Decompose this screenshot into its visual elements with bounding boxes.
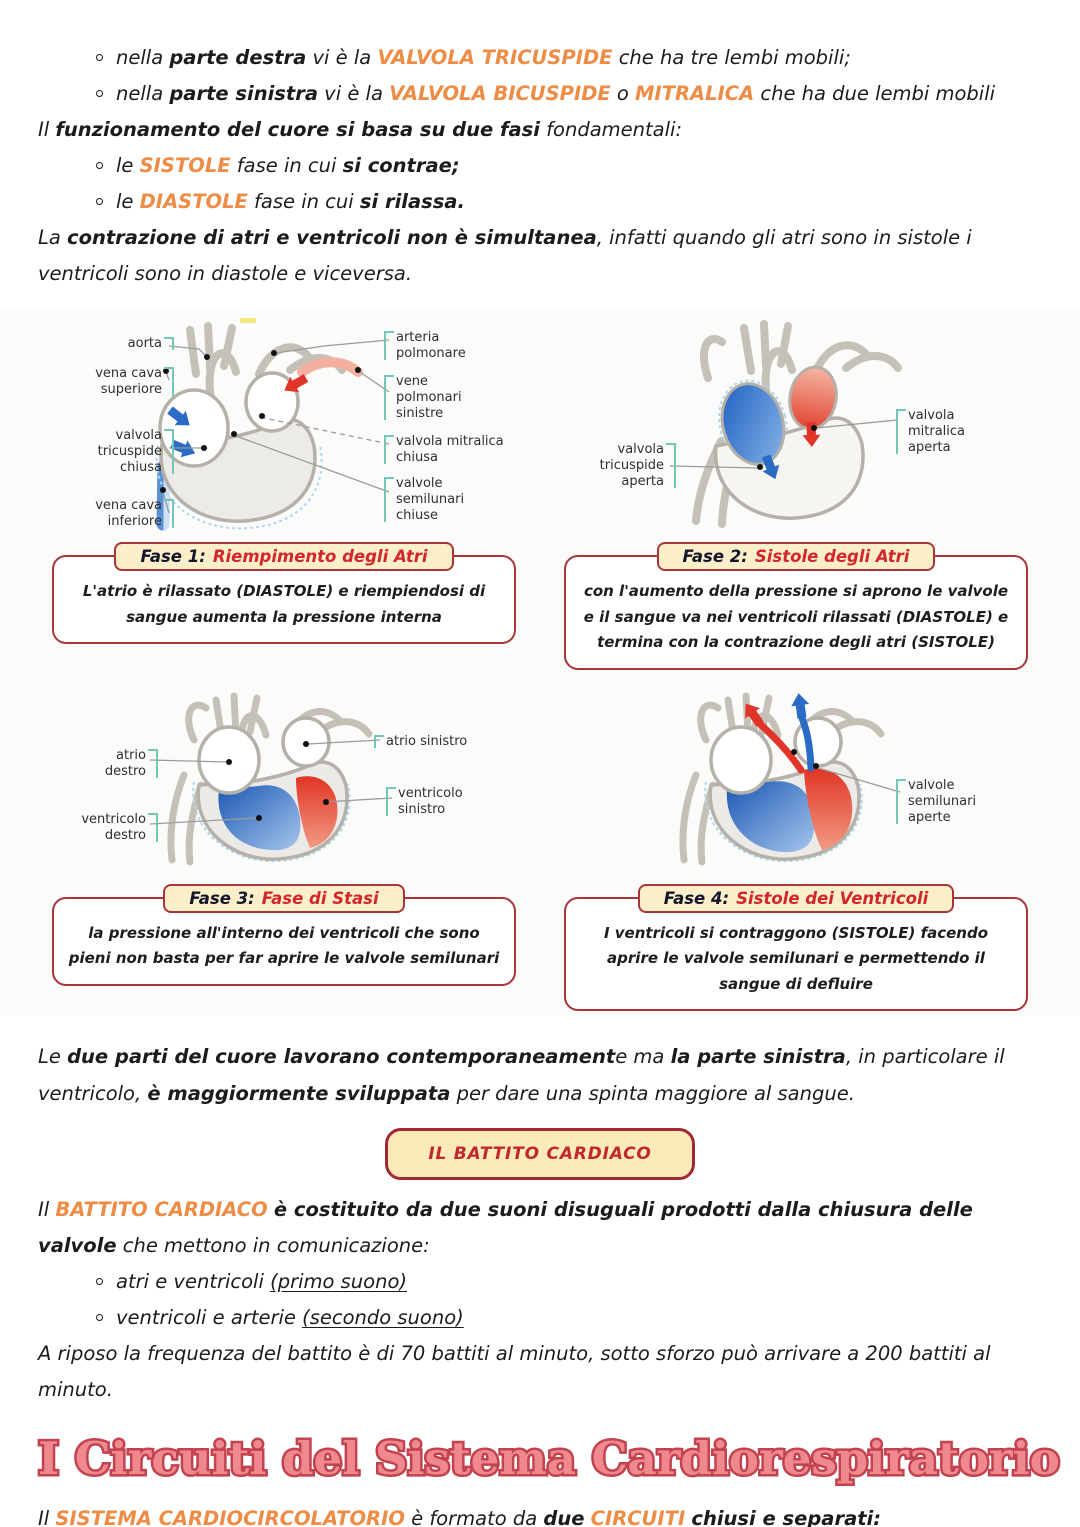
fase-number: Fase 3: [189, 888, 255, 908]
heart-diagram-fase-4 [679, 691, 901, 866]
diagram-label-valvole-semilunari-aperte: valvole semilunari aperte [896, 778, 1008, 826]
left-atrium [244, 371, 300, 434]
diagram-label-valvole-semilunari-chiuse: valvole semilunari chiuse [384, 476, 514, 524]
anchor-dots [791, 748, 819, 769]
fase-name: Sistole degli Atri [754, 547, 910, 567]
leader-lines [817, 767, 901, 793]
blood-flow-arrow-blue [789, 691, 811, 720]
outflow-red [756, 720, 805, 774]
diagram-label-valvola-mitralica-aperta: valvola mitralica aperta [896, 408, 1018, 456]
diagram-label-aorta: aorta [70, 336, 174, 352]
fase-number: Fase 2: [682, 547, 748, 567]
fase-number: Fase 4: [663, 888, 730, 908]
fase-4-title-box: Fase 4: Sistole dei Ventricoli [637, 883, 955, 913]
diagram-label-atrio-destro: atrio destro [66, 748, 158, 780]
fase-name: Sistole dei Ventricoli [736, 888, 929, 908]
list-item-text: ventricoli e arterie (secondo suono) [116, 1305, 464, 1329]
bullet-icon [96, 162, 103, 170]
diagram-label-valvola-tricuspide-chiusa: valvola tricuspide chiusa [70, 428, 174, 476]
fase-2-title-box: Fase 2: Sistole degli Atri [656, 542, 936, 572]
list-item-text: nella parte sinistra vi è la VALVOLA BIC… [116, 82, 996, 106]
fase-number: Fase 1: [140, 547, 206, 567]
para-battito-cardiaco: Il BATTITO CARDIACO è costituito da due … [38, 1197, 973, 1257]
fase-4-description-box: I ventricoli si contraggono (SISTOLE) fa… [564, 896, 1028, 1012]
fase-4-diagram: valvole semilunari aperte [556, 690, 1036, 880]
para-frequenza-riposo: A riposo la frequenza del battito è di 7… [38, 1341, 991, 1401]
list-item-text: nella parte destra vi è la VALVOLA TRICU… [116, 46, 851, 69]
bullet-icon [96, 1313, 103, 1321]
document-page: nella parte destra vi è la VALVOLA TRICU… [0, 0, 1080, 292]
list-item-text: le DIASTOLE fase in cui si rilassa. [116, 190, 465, 214]
para-funzionamento: Il funzionamento del cuore si basa su du… [38, 118, 683, 142]
list-item-sistole: le SISTOLE fase in cui si contrae; [38, 148, 1042, 184]
list-item-text: le SISTOLE fase in cui si contrae; [116, 154, 460, 178]
diagram-label-arteria-polmonare: arteria polmonare [384, 330, 514, 362]
leader-lines [149, 739, 393, 825]
diagram-label-vena-cava-superiore: vena cava superiore [70, 366, 174, 398]
fase-name: Fase di Stasi [261, 888, 379, 908]
fase-2-description-box: con l'aumento della pressione si aprono … [564, 555, 1028, 670]
leader-lines [162, 339, 390, 514]
list-item-secondo-suono: ventricoli e arterie (secondo suono) [38, 1300, 1042, 1336]
fase-1-title-box: Fase 1: Riempimento degli Atri [114, 542, 454, 572]
para-sistema-cardiocircolatorio: Il SISTEMA CARDIOCIRCOLATORIO è formato … [38, 1506, 882, 1527]
diagram-label-valvola-tricuspide-aperta: valvola tricuspide aperta [574, 442, 676, 490]
cardiac-cycle-figure: aorta vena cava superiore valvola tricus… [0, 310, 1080, 1016]
diagram-label-ventricolo-sinistro: ventricolo sinistro [386, 786, 498, 818]
left-ventricle-blood [804, 768, 853, 850]
yellow-highlight-mark [240, 318, 256, 324]
list-item-primo-suono: atri e ventricoli (primo suono) [38, 1264, 1042, 1300]
battito-cardiaco-heading-box: IL BATTITO CARDIACO [385, 1127, 695, 1180]
bullet-icon [96, 1277, 103, 1285]
bullet-icon [96, 54, 103, 61]
para-contrazione: La contrazione di atri e ventricoli non … [38, 226, 972, 286]
leader-lines [669, 419, 898, 470]
list-item-valvola-bicuspide: nella parte sinistra vi è la VALVOLA BIC… [38, 76, 1042, 112]
anchor-dots [757, 425, 817, 471]
great-vessels [167, 692, 373, 866]
diagram-label-valvola-mitralica-chiusa: valvola mitralica chiusa [384, 434, 518, 466]
anchor-dots [160, 350, 361, 494]
great-vessels [186, 322, 346, 411]
figure-row-1: aorta vena cava superiore valvola tricus… [0, 316, 1080, 670]
left-ventricle-blood [296, 776, 338, 848]
fase-3-panel: atrio destro ventricolo destro atrio sin… [32, 690, 536, 1012]
list-item-diastole: le DIASTOLE fase in cui si rilassa. [38, 184, 1042, 220]
fase-2-panel: valvola tricuspide aperta valvola mitral… [544, 316, 1048, 670]
heart-aura [704, 781, 863, 862]
heart-diagram-fase-2 [669, 320, 902, 529]
list-item-valvola-tricuspide: nella parte destra vi è la VALVOLA TRICU… [38, 40, 1042, 76]
diagram-label-vene-polmonari-sinistre: vene polmonari sinistre [384, 374, 514, 422]
heart-aura [192, 781, 351, 862]
right-atrium [709, 725, 773, 795]
fase-3-title-box: Fase 3: Fase di Stasi [163, 883, 405, 913]
outflow-blue [798, 714, 815, 772]
fase-4-panel: valvole semilunari aperte Fase 4: Sistole… [544, 690, 1048, 1012]
right-atrium-filled [720, 382, 786, 467]
anchor-dots [226, 740, 329, 821]
figure-row-2: atrio destro ventricolo destro atrio sin… [0, 690, 1080, 1012]
list-item-text: atri e ventricoli (primo suono) [116, 1269, 407, 1293]
fase-3-diagram: atrio destro ventricolo destro atrio sin… [44, 690, 524, 880]
section-title-circuiti: I Circuiti del Sistema Cardiorespiratori… [36, 1429, 1063, 1487]
bullet-icon [96, 90, 103, 98]
right-ventricle-blood [726, 781, 815, 853]
document-page-lower: Le due parti del cuore lavorano contempo… [0, 1039, 1080, 1527]
fase-1-panel: aorta vena cava superiore valvola tricus… [32, 316, 536, 670]
heart-diagram-fase-1 [155, 318, 390, 531]
para-due-parti: Le due parti del cuore lavorano contempo… [38, 1045, 1005, 1105]
diagram-label-atrio-sinistro: atrio sinistro [374, 734, 496, 750]
pulmonary-veins-vessel [297, 357, 363, 378]
heart-diagram-fase-3 [149, 692, 393, 866]
fase-2-diagram: valvola tricuspide aperta valvola mitral… [556, 316, 1036, 538]
fase-name: Riempimento degli Atri [212, 547, 428, 567]
diagram-label-ventricolo-destro: ventricolo destro [66, 812, 158, 844]
bullet-icon [96, 198, 103, 206]
diagram-label-vena-cava-inferiore: vena cava inferiore [70, 498, 174, 530]
fase-1-diagram: aorta vena cava superiore valvola tricus… [44, 316, 524, 538]
